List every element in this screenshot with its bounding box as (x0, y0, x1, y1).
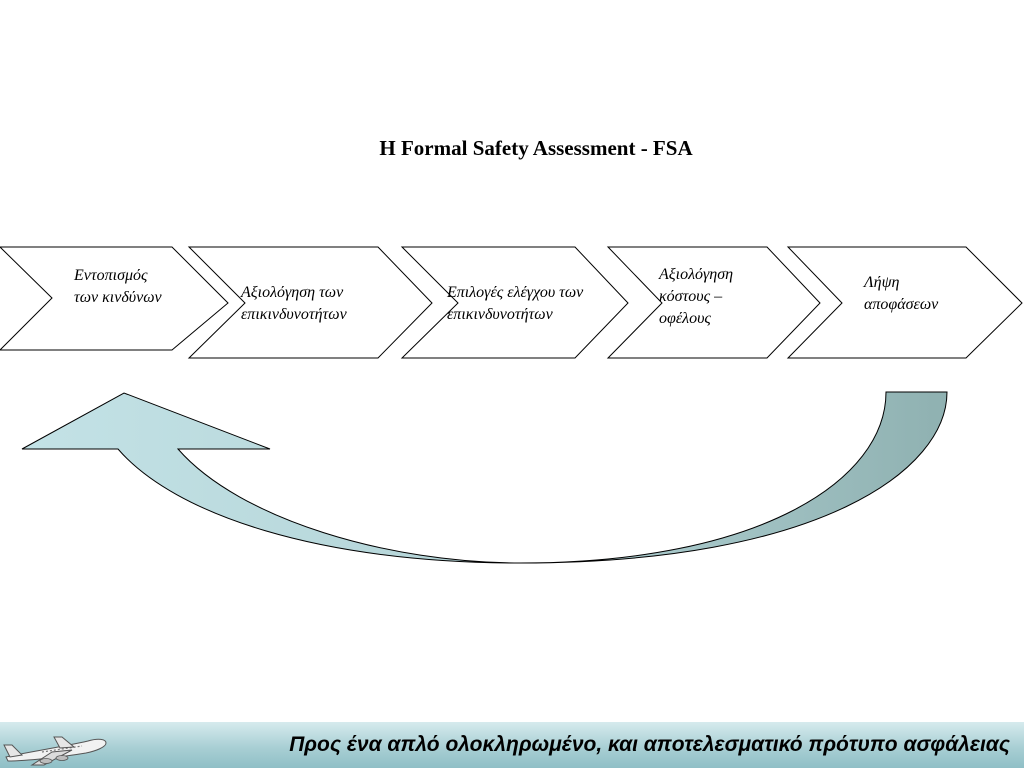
process-diagram (0, 246, 1023, 564)
slide-title: H Formal Safety Assessment - FSA (379, 136, 693, 160)
step-chevron-5 (786, 246, 1023, 359)
airplane-icon (3, 736, 107, 766)
footer-bar: Προς ένα απλό ολοκληρωμένο, και αποτελεσ… (0, 722, 1024, 768)
step-label-3: Επιλογές ελέγχου των επικινδυνοτήτων (447, 284, 584, 323)
step-chevron-4 (606, 246, 821, 359)
step-label-1: Εντοπισμός των κινδύνων (74, 267, 162, 306)
step-label-4: Αξιολόγηση κόστους – οφέλους (659, 266, 734, 327)
step-label-5: Λήψη αποφάσεων (864, 274, 939, 313)
step-label-2: Αξιολόγηση των επικινδυνοτήτων (241, 284, 347, 323)
curved-feedback-arrow-icon (21, 391, 948, 564)
step-chevron-3 (400, 246, 629, 359)
step-chevron-2 (187, 246, 433, 359)
footer-text: Προς ένα απλό ολοκληρωμένο, και αποτελεσ… (289, 733, 1010, 756)
step-chevron-1 (0, 246, 229, 351)
